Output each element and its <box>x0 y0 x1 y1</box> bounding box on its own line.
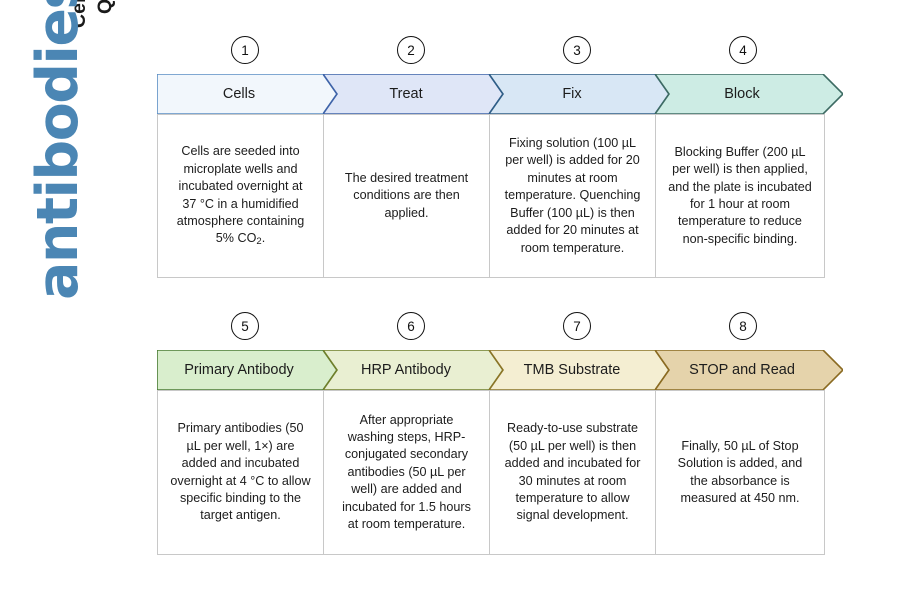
step-label-5: Primary Antibody <box>184 362 294 378</box>
step-body-tmb-substrate: Ready-to-use substrate (50 µL per well) … <box>489 390 656 555</box>
step-description-3: Fixing solution (100 µL per well) is add… <box>504 136 641 255</box>
banner-shape-3 <box>489 74 669 114</box>
step-number-badge-2: 2 <box>397 36 425 64</box>
step-label-4: Block <box>724 86 760 102</box>
antibodies-logo: antibodies .com <box>25 0 102 300</box>
banner-shape-6 <box>323 350 503 390</box>
step-label-8: STOP and Read <box>689 362 795 378</box>
step-body-stop-and-read: Finally, 50 µL of Stop Solution is added… <box>655 390 825 555</box>
banner-shape-8 <box>655 350 843 390</box>
step-number-badge-3: 3 <box>563 36 591 64</box>
step-body-fix: Fixing solution (100 µL per well) is add… <box>489 114 656 278</box>
step-number-badge-6: 6 <box>397 312 425 340</box>
step-body-primary-antibody: Primary antibodies (50 µL per well, 1×) … <box>157 390 324 555</box>
step-banner-tmb-substrate[interactable]: TMB Substrate <box>489 350 669 390</box>
step-description-7: Ready-to-use substrate (50 µL per well) … <box>504 421 641 523</box>
step-number-badge-8: 8 <box>729 312 757 340</box>
step-body-hrp-antibody: After appropriate washing steps, HRP-con… <box>323 390 490 555</box>
step-banner-treat[interactable]: Treat <box>323 74 503 114</box>
step-banner-fix[interactable]: Fix <box>489 74 669 114</box>
banner-shape-2 <box>323 74 503 114</box>
step-number-badge-5: 5 <box>231 312 259 340</box>
protocol-title-line-2: Quick Protocol <box>92 0 118 14</box>
step-description-1: Cells are seeded into microplate wells a… <box>176 144 305 248</box>
banner-shape-4 <box>655 74 843 114</box>
step-banner-primary-antibody[interactable]: Primary Antibody <box>157 350 337 390</box>
step-number-badge-1: 1 <box>231 36 259 64</box>
step-body-treat: The desired treatment conditions are the… <box>323 114 490 278</box>
step-label-2: Treat <box>389 86 423 102</box>
step-banner-stop-and-read[interactable]: STOP and Read <box>655 350 843 390</box>
step-label-1: Cells <box>222 86 256 102</box>
step-description-2: The desired treatment conditions are the… <box>344 170 469 220</box>
step-description-8: Finally, 50 µL of Stop Solution is added… <box>677 438 803 505</box>
step-description-5: Primary antibodies (50 µL per well, 1×) … <box>170 421 311 523</box>
step-banner-block[interactable]: Block <box>655 74 843 114</box>
step-body-cells: Cells are seeded into microplate wells a… <box>157 114 324 278</box>
logo-wordmark: antibodies <box>25 0 91 300</box>
step-body-block: Blocking Buffer (200 µL per well) is the… <box>655 114 825 278</box>
step-label-6: HRP Antibody <box>360 362 451 378</box>
step-number-badge-4: 4 <box>729 36 757 64</box>
step-description-4: Blocking Buffer (200 µL per well) is the… <box>668 144 812 246</box>
step-banner-hrp-antibody[interactable]: HRP Antibody <box>323 350 503 390</box>
step-label-3: Fix <box>562 86 582 102</box>
banner-shape-7 <box>489 350 669 390</box>
step-label-7: TMB Substrate <box>523 362 621 378</box>
step-banner-cells[interactable]: Cells <box>157 74 337 114</box>
step-number-badge-7: 7 <box>563 312 591 340</box>
step-description-6: After appropriate washing steps, HRP-con… <box>342 412 471 532</box>
